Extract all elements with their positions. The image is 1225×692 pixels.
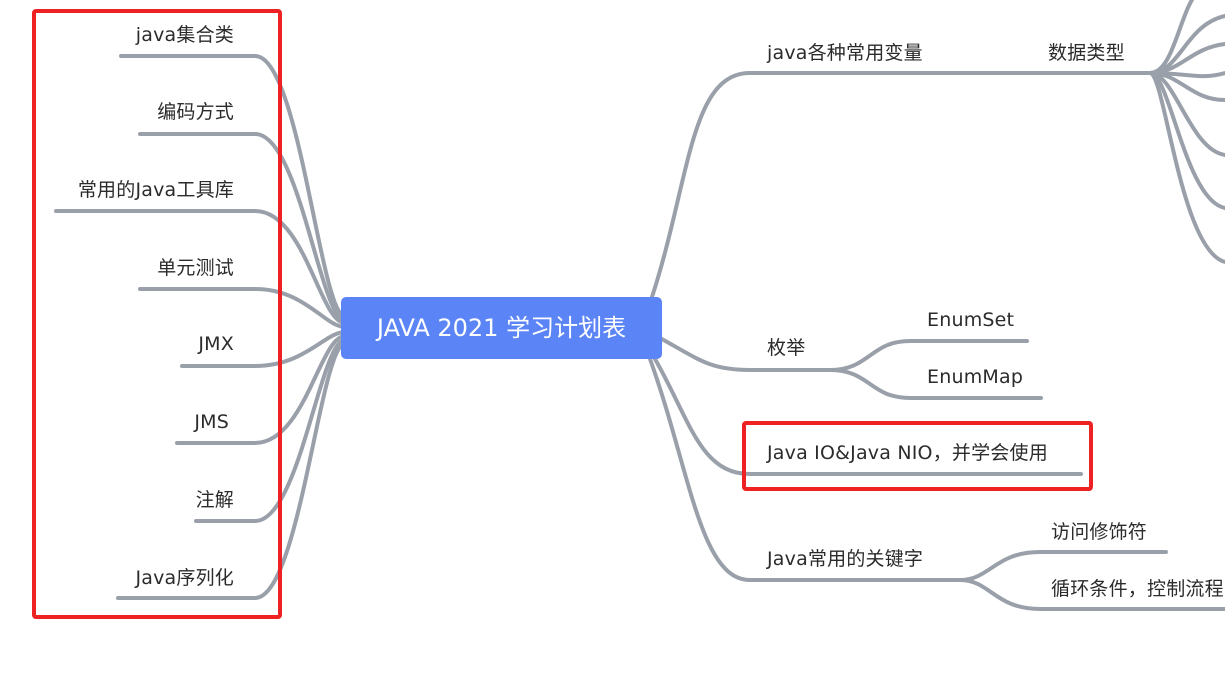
connector-access-modifiers [958,550,1168,582]
connector-datatype-sub6 [1148,71,1225,157]
root-node[interactable]: JAVA 2021 学习计划表 [341,297,662,359]
node-java-variables[interactable]: java各种常用变量 [767,42,923,64]
left-node-java-collections[interactable]: java集合类 [135,24,234,46]
connector-unit-test [138,287,347,329]
highlight-box-java-io [742,421,1093,491]
connector-datatype-sub7 [1148,71,1225,210]
left-node-jms[interactable]: JMS [194,411,229,433]
left-node-unit-test[interactable]: 单元测试 [157,257,234,279]
connector-enum [658,336,832,372]
left-node-java-tools[interactable]: 常用的Java工具库 [77,179,234,201]
node-enum[interactable]: 枚举 [767,337,806,359]
connector-io [653,357,1083,476]
connector-encoding [138,132,347,322]
connector-enumset [828,339,1029,372]
connector-jms [175,334,347,445]
node-enumset[interactable]: EnumSet [927,309,1015,331]
connector-variables [650,71,1152,299]
connector-keywords [648,357,962,582]
node-enummap[interactable]: EnumMap [927,366,1024,388]
node-java-io-nio[interactable]: Java IO&Java NIO，并学会使用 [767,442,1048,464]
connector-loop-control [958,578,1225,611]
left-node-serialization[interactable]: Java序列化 [135,567,234,589]
connector-serialization [116,342,347,600]
connector-enummap [828,368,1043,400]
connector-datatype-sub8 [1148,71,1225,264]
connector-java-tools [54,209,347,325]
node-loop-control[interactable]: 循环条件，控制流程 [1051,578,1224,600]
left-node-encoding[interactable]: 编码方式 [157,101,234,123]
highlight-box-left-branches [32,9,282,619]
left-node-jmx[interactable]: JMX [198,333,234,355]
connector-java-collections [119,54,347,318]
node-java-keywords[interactable]: Java常用的关键字 [767,548,924,570]
connector-annotation [194,338,347,523]
left-node-annotation[interactable]: 注解 [195,489,234,511]
node-data-types[interactable]: 数据类型 [1048,42,1125,64]
connector-jmx [180,330,347,368]
node-access-modifiers[interactable]: 访问修饰符 [1051,521,1148,543]
